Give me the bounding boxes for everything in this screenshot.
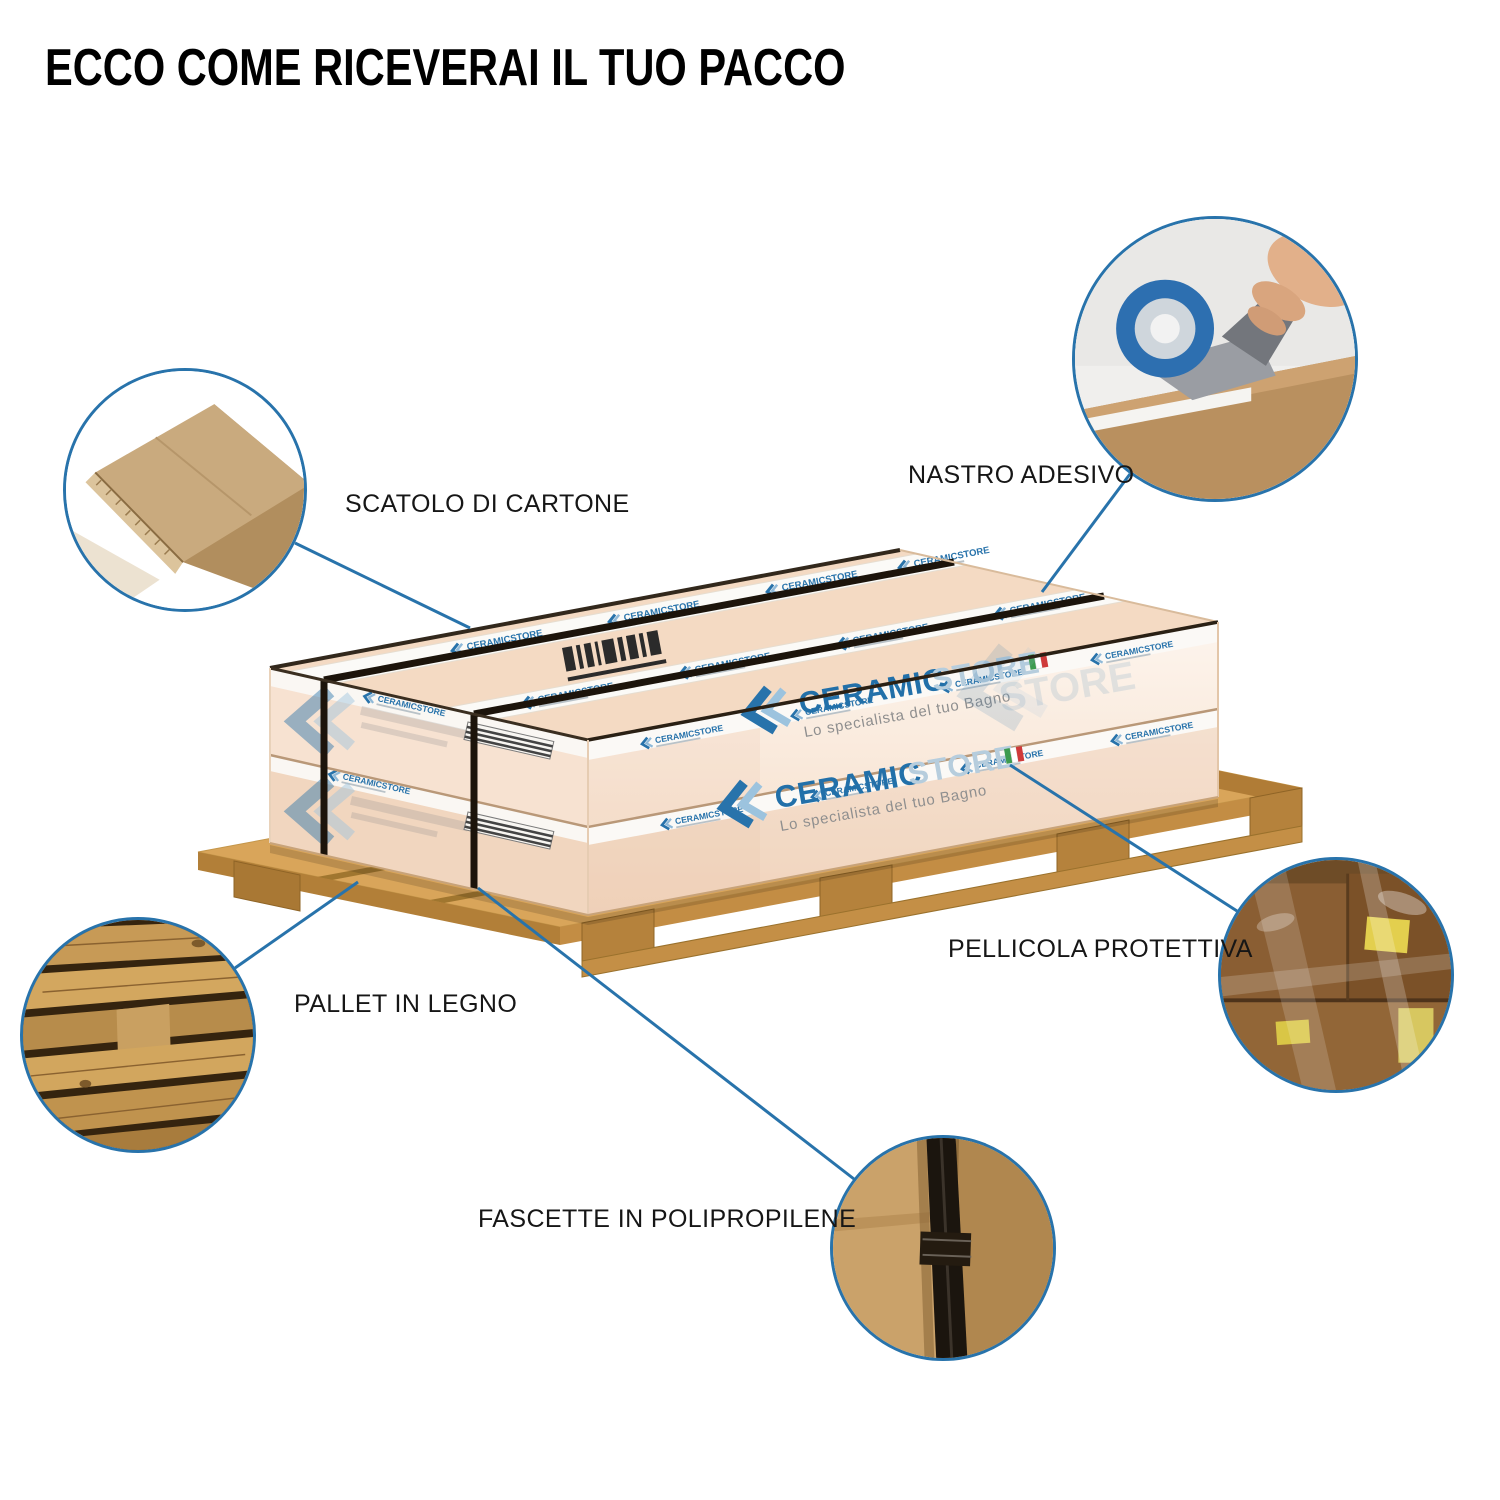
cardboard-box-photo (66, 371, 304, 609)
shipping-marks (562, 630, 667, 682)
label-pallet: PALLET IN LEGNO (294, 990, 518, 1018)
connector-fascette (477, 886, 855, 1181)
callout-photo-shrink-wrap (1218, 857, 1454, 1093)
watermark-text (350, 706, 480, 838)
package-box: STORE (269, 543, 1219, 917)
connector-pellicola (1009, 763, 1238, 913)
strap-graphic (320, 558, 1105, 889)
label-sticker (1364, 916, 1410, 954)
wooden-pallet-photo (23, 920, 253, 1150)
tape-dispenser-photo (1075, 219, 1355, 499)
box-edges (269, 548, 1219, 917)
callout-photo-tape-dispenser (1072, 216, 1358, 502)
wood-grain (30, 934, 248, 1122)
shrink-wrap-photo (1221, 860, 1451, 1090)
connector-scatolo (294, 541, 471, 630)
connector-nastro (1040, 473, 1132, 593)
callout-photo-strapping (830, 1135, 1056, 1361)
label-nastro: NASTRO ADESIVO (908, 461, 1135, 489)
handle-label (463, 721, 555, 760)
connector-pallet (234, 880, 359, 970)
plastic-sheen (1246, 860, 1336, 1090)
label-pellicola: PELLICOLA PROTETTIVA (948, 935, 1253, 963)
strap-buckle (919, 1231, 972, 1267)
connector-lines (234, 473, 1238, 1181)
strapping-photo (833, 1138, 1053, 1358)
label-scatolo: SCATOLO DI CARTONE (345, 490, 630, 518)
page-title: ECCO COME RICEVERAI IL TUO PACCO (45, 39, 846, 97)
handle-label (463, 811, 555, 850)
callout-photo-wooden-pallet (20, 917, 256, 1153)
corrugation-texture (95, 479, 170, 555)
callout-photo-cardboard-box (63, 368, 307, 612)
label-fascette: FASCETTE IN POLIPROPILENE (478, 1205, 857, 1233)
